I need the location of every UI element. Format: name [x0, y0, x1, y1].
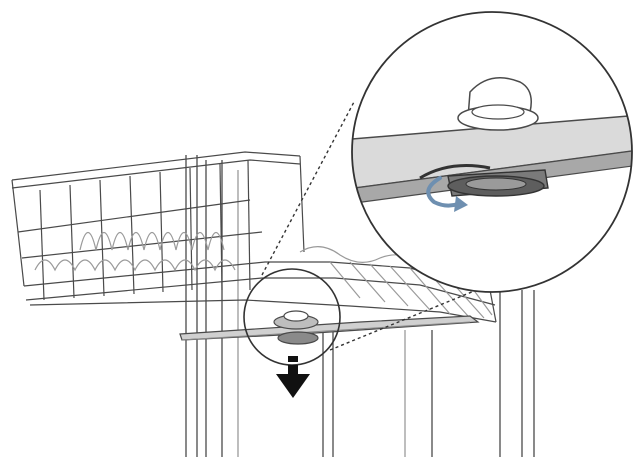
cabinet-rails — [185, 155, 535, 457]
dish-rack — [11, 151, 497, 323]
magnifier-callout-icon — [351, 11, 633, 293]
spray-arm-hub — [273, 310, 319, 345]
arrow-down-icon — [276, 356, 310, 398]
spray-arm — [179, 315, 480, 341]
rotate-arrow-icon — [426, 176, 468, 212]
